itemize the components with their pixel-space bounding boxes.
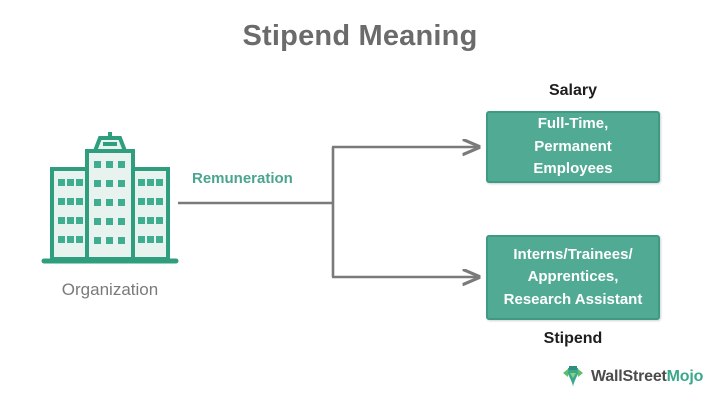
outcome-box-stipend[interactable]: Interns/Trainees/ Apprentices, Research … xyxy=(486,235,660,320)
watermark-brand-primary: WallStreet xyxy=(591,368,667,385)
caption-stipend: Stipend xyxy=(543,330,603,347)
outcome-box-salary[interactable]: Full-Time, Permanent Employees xyxy=(486,111,660,183)
page-title: Stipend Meaning xyxy=(242,20,478,52)
watermark-brand-accent: Mojo xyxy=(666,368,704,385)
caption-salary: Salary xyxy=(548,82,598,99)
outcome-box-stipend-text: Interns/Trainees/ Apprentices, Research … xyxy=(503,245,643,308)
organization-label: Organization xyxy=(61,280,159,299)
watermark: WallStreetMojo xyxy=(560,364,703,390)
edge-label-remuneration: Remuneration xyxy=(192,170,293,187)
office-building-icon xyxy=(41,132,179,264)
watermark-text: WallStreetMojo xyxy=(591,368,703,386)
bull-logo-icon xyxy=(563,366,583,387)
outcome-box-salary-text: Full-Time, Permanent Employees xyxy=(533,115,613,178)
